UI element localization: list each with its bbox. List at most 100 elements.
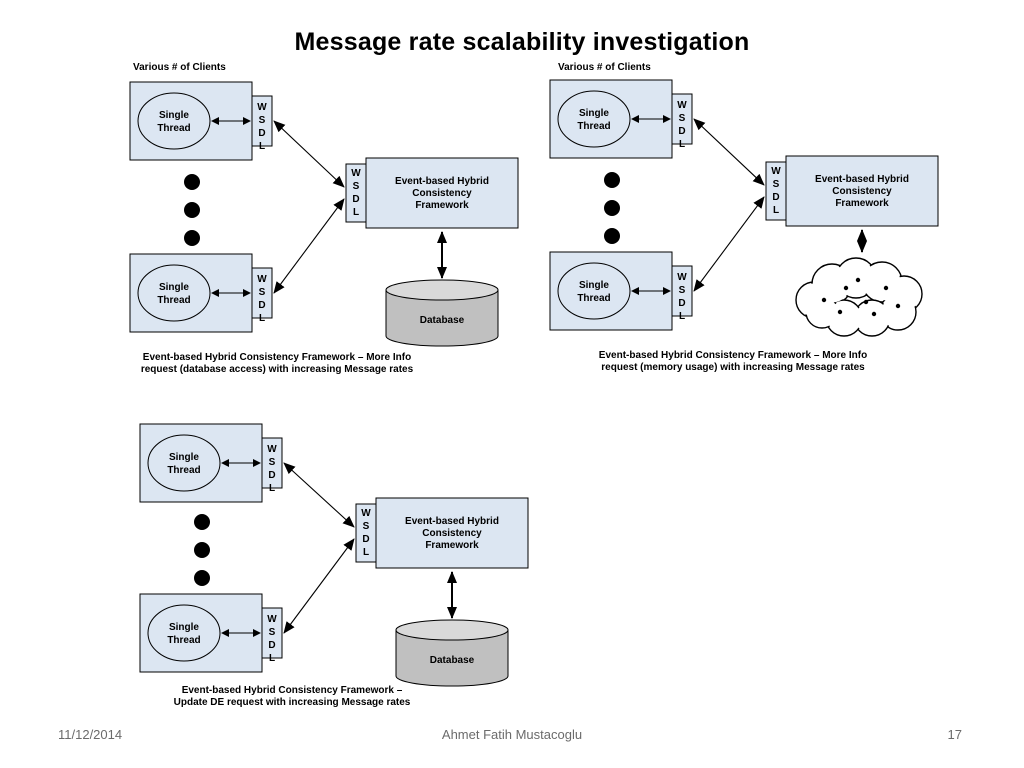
memory-cloud	[795, 257, 923, 337]
wsdl-letter: S	[269, 627, 276, 638]
panel-caption: request (memory usage) with increasing M…	[601, 362, 865, 373]
connector-arrow	[273, 198, 345, 294]
wsdl-letter: D	[678, 126, 685, 137]
wsdl-letter: L	[353, 207, 359, 218]
framework-label: Consistency	[832, 186, 892, 197]
cloud-dot	[863, 299, 869, 305]
framework-label: Framework	[425, 540, 479, 551]
single-thread-label: Thread	[577, 293, 610, 304]
ellipsis-dot	[194, 570, 210, 586]
wsdl-tab	[671, 265, 693, 317]
wsdl-letter: S	[269, 457, 276, 468]
wsdl-letter: L	[259, 141, 265, 152]
ellipsis-dot	[194, 514, 210, 530]
wsdl-letter: L	[679, 139, 685, 150]
database-top	[385, 279, 499, 301]
single-thread-circle	[147, 604, 221, 662]
connector-arrow	[273, 120, 345, 188]
framework-box	[785, 155, 939, 227]
wsdl-letter: L	[269, 483, 275, 494]
panel-update-de: SingleThreadWSDLSingleThreadWSDLWSDLEven…	[139, 423, 529, 708]
wsdl-letter: S	[259, 115, 266, 126]
panel-caption: request (database access) with increasin…	[141, 364, 414, 375]
single-thread-label: Thread	[157, 123, 190, 134]
wsdl-letter: W	[267, 444, 277, 455]
ellipsis-dot	[194, 542, 210, 558]
single-thread-label: Single	[159, 282, 189, 293]
framework-box	[375, 497, 529, 569]
cloud-fill	[855, 301, 889, 335]
single-thread-label: Thread	[167, 635, 200, 646]
ellipsis-dot	[184, 202, 200, 218]
ellipsis-dot	[184, 174, 200, 190]
single-thread-label: Single	[579, 108, 609, 119]
cloud-fill	[807, 297, 837, 327]
wsdl-letter: L	[269, 653, 275, 664]
wsdl-letter: S	[679, 113, 686, 124]
database-label: Database	[420, 315, 465, 326]
panel-caption: Event-based Hybrid Consistency Framework…	[599, 350, 867, 361]
wsdl-letter: D	[352, 194, 359, 205]
wsdl-letter: D	[678, 298, 685, 309]
connector-arrow	[283, 462, 355, 528]
cloud-dot	[837, 309, 843, 315]
connector-arrow	[693, 196, 765, 292]
connector-arrow	[283, 538, 355, 634]
footer-page-number: 17	[947, 727, 962, 742]
connector-arrow	[693, 118, 765, 186]
panel-caption: Event-based Hybrid Consistency Framework…	[182, 685, 403, 696]
wsdl-letter: L	[679, 311, 685, 322]
footer-author: Ahmet Fatih Mustacoglu	[441, 727, 583, 742]
cloud-dot	[871, 311, 877, 317]
framework-label: Consistency	[422, 528, 482, 539]
wsdl-letter: D	[268, 470, 275, 481]
framework-label: Framework	[415, 200, 469, 211]
clients-label: Various # of Clients	[558, 62, 651, 73]
wsdl-letter: W	[677, 272, 687, 283]
cloud-dot	[843, 285, 849, 291]
single-thread-label: Single	[169, 452, 199, 463]
single-thread-circle	[147, 434, 221, 492]
panel-database-access: Various # of ClientsSingleThreadWSDLSing…	[129, 62, 519, 375]
cloud-dot	[855, 277, 861, 283]
single-thread-circle	[557, 262, 631, 320]
single-thread-label: Thread	[157, 295, 190, 306]
wsdl-tab	[671, 93, 693, 145]
wsdl-tab	[251, 267, 273, 319]
database-cylinder	[395, 629, 509, 687]
single-thread-label: Single	[169, 622, 199, 633]
wsdl-letter: L	[363, 547, 369, 558]
cloud-dot	[895, 303, 901, 309]
wsdl-letter: W	[257, 274, 267, 285]
framework-label: Event-based Hybrid	[395, 176, 489, 187]
wsdl-letter: W	[771, 166, 781, 177]
wsdl-letter: L	[773, 205, 779, 216]
framework-box	[365, 157, 519, 229]
database-top	[395, 619, 509, 641]
panel-caption: Event-based Hybrid Consistency Framework…	[143, 352, 411, 363]
framework-label: Consistency	[412, 188, 472, 199]
framework-label: Event-based Hybrid	[815, 174, 909, 185]
database-cylinder	[385, 289, 499, 347]
ellipsis-dot	[604, 228, 620, 244]
single-thread-circle	[137, 264, 211, 322]
single-thread-label: Thread	[577, 121, 610, 132]
wsdl-letter: S	[679, 285, 686, 296]
wsdl-letter: S	[363, 521, 370, 532]
wsdl-tab	[261, 437, 283, 489]
wsdl-letter: W	[677, 100, 687, 111]
ellipsis-dot	[184, 230, 200, 246]
wsdl-tab	[251, 95, 273, 147]
single-thread-circle	[137, 92, 211, 150]
wsdl-letter: S	[259, 287, 266, 298]
wsdl-letter: L	[259, 313, 265, 324]
wsdl-letter: S	[773, 179, 780, 190]
single-thread-label: Single	[159, 110, 189, 121]
cloud-dot	[821, 297, 827, 303]
single-thread-label: Thread	[167, 465, 200, 476]
framework-label: Event-based Hybrid	[405, 516, 499, 527]
ellipsis-dot	[604, 200, 620, 216]
footer-date: 11/12/2014	[58, 727, 123, 742]
wsdl-letter: W	[267, 614, 277, 625]
wsdl-tab	[261, 607, 283, 659]
